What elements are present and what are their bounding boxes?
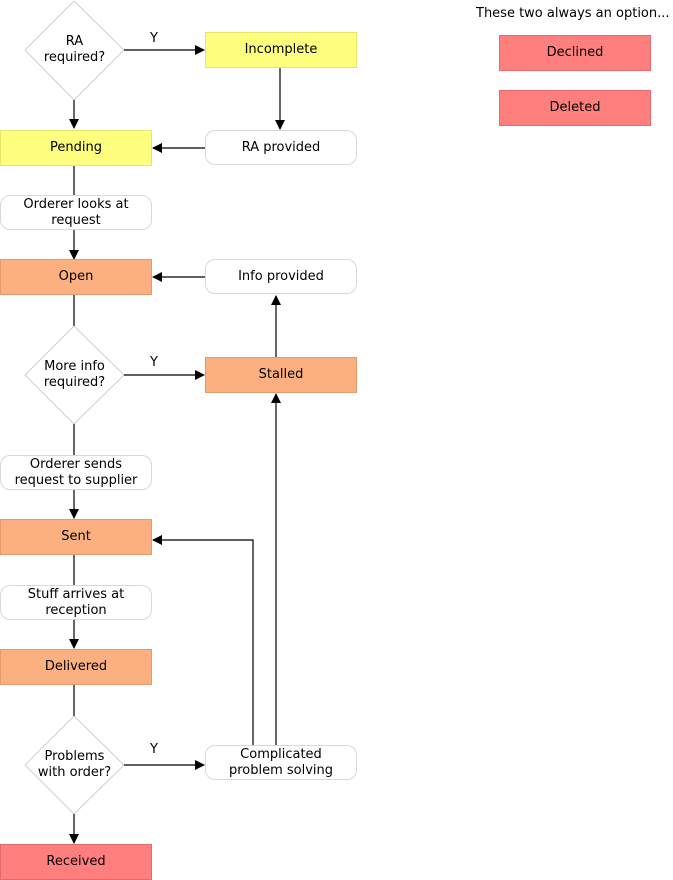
decision-problems-label: Problems with order?: [37, 749, 112, 780]
edge-label-yes: Y: [150, 31, 158, 46]
state-sent: Sent: [0, 519, 152, 555]
step-info-provided: Info provided: [205, 259, 357, 294]
state-stalled: Stalled: [205, 357, 357, 393]
state-declined: Declined: [499, 35, 651, 71]
step-orderer-sends: Orderer sends request to supplier: [0, 455, 152, 490]
state-delivered: Delivered: [0, 649, 152, 685]
step-complicated-problem-solving: Complicated problem solving: [205, 745, 357, 780]
edge-label-yes: Y: [150, 355, 158, 370]
arrow-complicated-to-sent: [152, 535, 254, 745]
edge-label-yes: Y: [150, 742, 158, 757]
step-ra-provided: RA provided: [205, 130, 357, 165]
state-deleted: Deleted: [499, 90, 651, 126]
options-note: These two always an option...: [476, 6, 670, 21]
state-pending: Pending: [0, 130, 152, 166]
decision-ra-label: RA required?: [43, 34, 106, 65]
decision-more-info-label: More info required?: [43, 359, 106, 390]
step-orderer-looks: Orderer looks at request: [0, 195, 152, 230]
step-stuff-arrives: Stuff arrives at reception: [0, 585, 152, 620]
state-received: Received: [0, 844, 152, 880]
state-open: Open: [0, 259, 152, 295]
state-incomplete: Incomplete: [205, 32, 357, 68]
